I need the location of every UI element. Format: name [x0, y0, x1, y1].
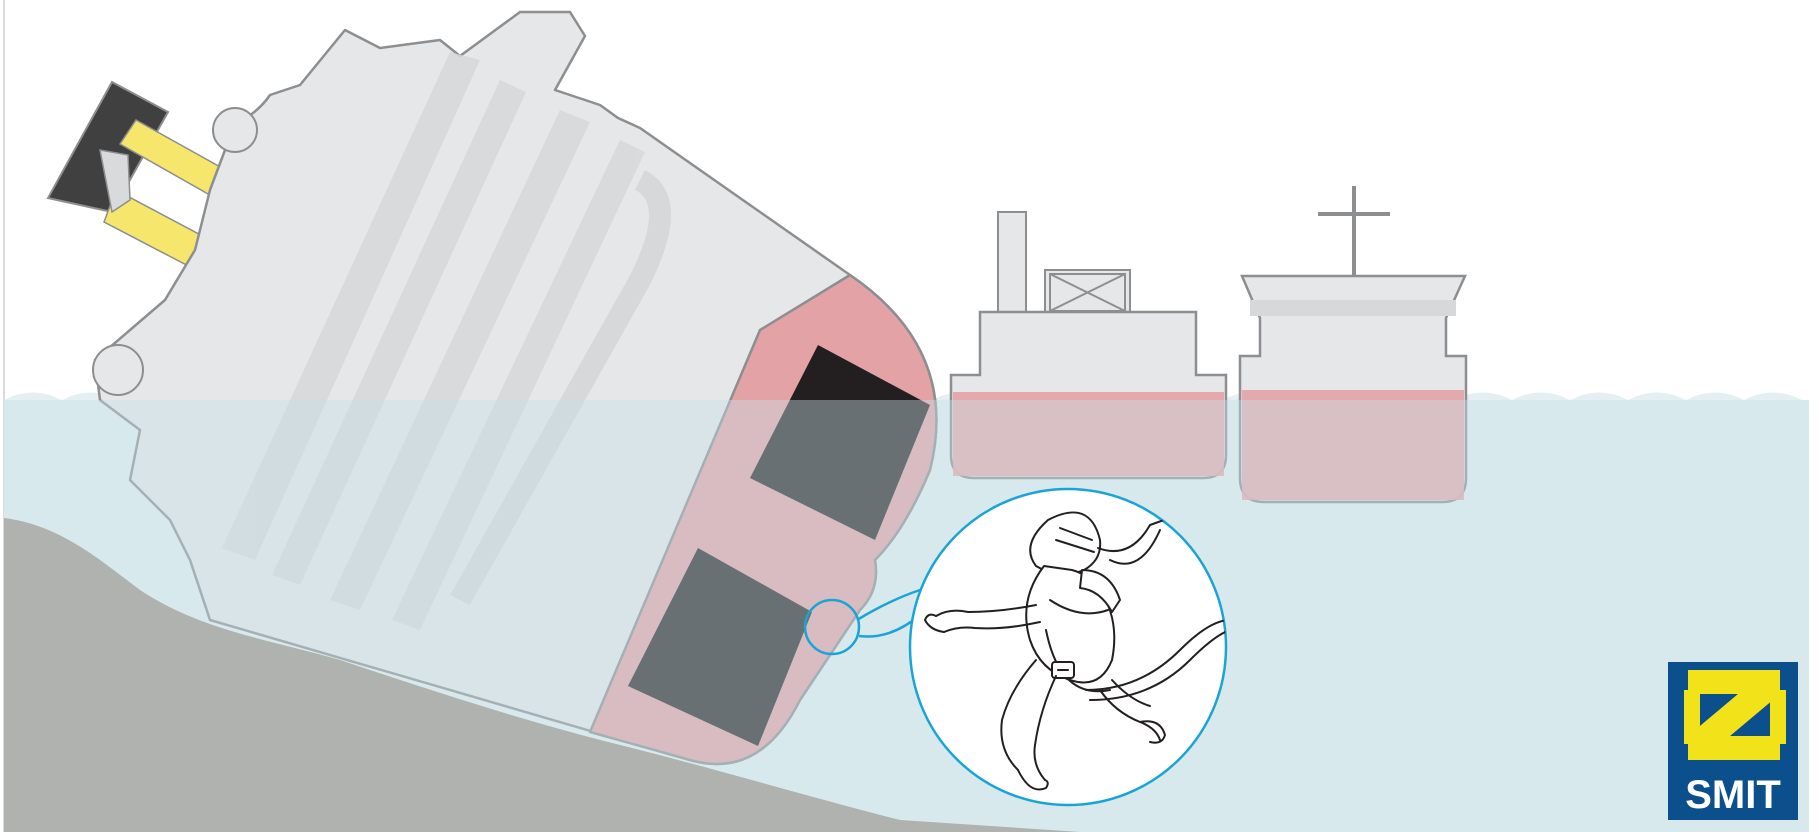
diver-illustration [924, 509, 1226, 791]
callout-magnifier [803, 598, 861, 656]
smit-logo: SMIT [1668, 662, 1798, 820]
deck-band-curve [450, 170, 671, 606]
diver-callout [803, 487, 1228, 807]
seabed-front [4, 518, 1080, 832]
support-vessel [1238, 186, 1468, 504]
logo-text: SMIT [1685, 773, 1781, 817]
deck-dome [212, 107, 258, 153]
crane-barge [949, 211, 1228, 480]
deck-bands [222, 52, 645, 630]
sponson-upper [750, 345, 930, 540]
sponson-lower [628, 548, 812, 746]
deck-dome [92, 344, 144, 396]
smit-logo-mark [1684, 670, 1786, 760]
funnel [46, 80, 242, 272]
capsized-ship [46, 10, 938, 766]
